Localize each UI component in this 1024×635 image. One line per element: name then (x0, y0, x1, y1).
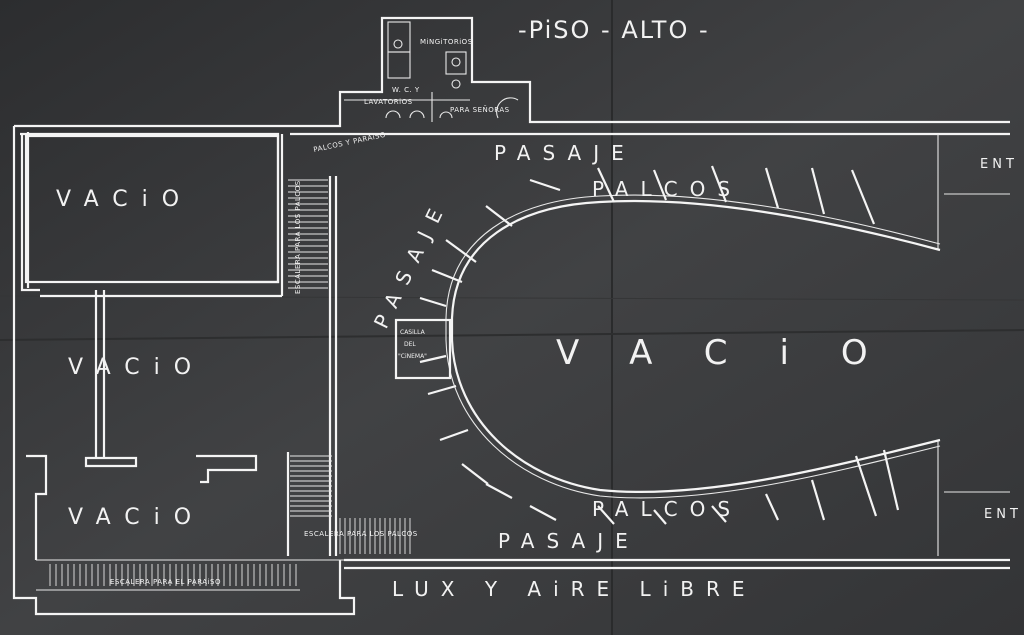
plan-title: -PiSO - ALTO - (518, 16, 710, 44)
footer-lux-aire-libre: LUX Y AiRE LiBRE (392, 577, 757, 601)
palco-divider (485, 205, 513, 227)
room-vacio-bottom: VACiO (68, 505, 205, 530)
booth-del: DEL (404, 341, 416, 348)
palco-divider (529, 505, 557, 521)
stair-label-paraiso: ESCALERA PARA EL PARAiSO (110, 578, 221, 586)
palco-divider (597, 167, 615, 203)
palco-divider (419, 296, 447, 308)
palcos-top: PALCOS (592, 177, 742, 201)
palco-divider (810, 167, 826, 215)
stairs (49, 179, 411, 586)
palco-divider (710, 165, 728, 203)
palco-divider (419, 354, 447, 364)
room-vacio-top: VACiO (56, 187, 193, 212)
palco-divider (810, 479, 826, 521)
cinema-booth (394, 318, 452, 380)
label-lavatorios: LAVATORiOS (364, 98, 413, 106)
label-mingitorios: MiNGiTORiOS (420, 38, 473, 46)
palco-divider (882, 449, 900, 511)
palco-divider (765, 493, 779, 521)
palco-divider (427, 384, 457, 396)
palco-dividers (419, 165, 900, 525)
corridor-pasaje-bottom: PASAJE (498, 529, 640, 553)
corridor-pasaje-top: PASAJE (494, 141, 636, 165)
palcos-bottom: PALCOS (592, 497, 742, 521)
bathroom-block (344, 21, 519, 122)
fold-line (0, 329, 1024, 341)
palco-divider (439, 428, 469, 442)
room-vacio-middle: VACiO (68, 355, 205, 380)
palco-divider (652, 169, 668, 201)
label-para-senoras: PARA SEÑORAS (450, 105, 510, 114)
palco-divider (597, 505, 615, 525)
palco-divider (445, 239, 477, 263)
palco-divider (485, 483, 513, 499)
booth-casilla: CASiLLA (400, 329, 426, 336)
auditorium-outline (445, 194, 941, 499)
stair-label-bottom: ESCALERA PARA LOS PALCOS (304, 530, 418, 538)
palco-divider (431, 268, 463, 284)
palco-divider (461, 463, 489, 485)
palco-divider (854, 455, 878, 517)
palco-divider (711, 505, 727, 523)
stair-label-left: ESCALERA PARA LOS PALCOS (294, 180, 302, 294)
palco-divider (529, 178, 561, 192)
palco-divider (764, 167, 780, 209)
label-wc: W. C. Y (392, 86, 420, 94)
left-rooms (24, 134, 344, 591)
palco-divider (850, 169, 876, 225)
booth-cinema: "CiNEMA" (398, 353, 427, 360)
edge-ent-bottom: ENT (984, 507, 1022, 522)
auditorium-vacio: VACiO (556, 333, 920, 373)
palco-divider (653, 509, 667, 525)
outer-walls (12, 16, 1010, 616)
edge-ent-top: ENT (980, 157, 1018, 172)
